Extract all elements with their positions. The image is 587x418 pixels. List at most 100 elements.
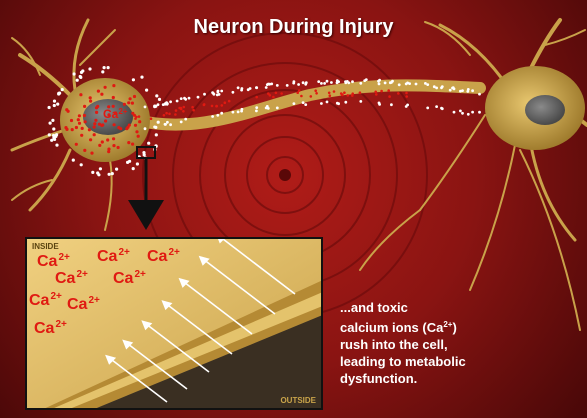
extracellular-ion-dot: [53, 138, 56, 141]
caption-line: ...and toxic: [340, 299, 540, 316]
extracellular-ion-dot: [162, 103, 165, 106]
intracellular-ion-dot: [98, 123, 101, 126]
extracellular-ion-dot: [435, 105, 438, 108]
outside-label: OUTSIDE: [280, 396, 316, 405]
extracellular-ion-dot: [55, 144, 58, 147]
intracellular-ion-dot: [374, 91, 377, 94]
extracellular-ion-dot: [293, 80, 296, 83]
injury-center: [279, 169, 291, 181]
extracellular-ion-dot: [184, 98, 187, 101]
intracellular-ion-dot: [94, 119, 97, 122]
intracellular-ion-dot: [89, 100, 92, 103]
extracellular-ion-dot: [169, 123, 172, 126]
intracellular-ion-dot: [75, 126, 78, 129]
intracellular-ion-dot: [221, 104, 224, 107]
intracellular-ion-dot: [133, 95, 136, 98]
extracellular-ion-dot: [57, 92, 60, 95]
caption-text: ...and toxic calcium ions (Ca2+) rush in…: [340, 299, 540, 387]
intracellular-ion-dot: [351, 92, 354, 95]
extracellular-ion-dot: [155, 133, 158, 136]
intracellular-ion-dot: [255, 96, 258, 99]
intracellular-ion-dot: [135, 130, 138, 133]
intracellular-ion-dot: [397, 92, 400, 95]
intracellular-ion-dot: [93, 122, 96, 125]
extracellular-ion-dot: [351, 80, 354, 83]
extracellular-ion-dot: [255, 106, 258, 109]
extracellular-ion-dot: [302, 81, 305, 84]
intracellular-ion-dot: [182, 110, 185, 113]
extracellular-ion-dot: [91, 171, 94, 174]
extracellular-ion-dot: [136, 162, 139, 165]
extracellular-ion-dot: [111, 172, 114, 175]
extracellular-ion-dot: [188, 97, 191, 100]
extracellular-ion-dot: [99, 167, 102, 170]
extracellular-ion-dot: [237, 86, 240, 89]
intracellular-ion-dot: [375, 93, 378, 96]
intracellular-ion-dot: [89, 96, 92, 99]
intracellular-ion-dot: [298, 89, 301, 92]
extracellular-ion-dot: [220, 90, 223, 93]
extracellular-ion-dot: [180, 121, 183, 124]
extracellular-ion-dot: [132, 167, 135, 170]
extracellular-ion-dot: [467, 113, 470, 116]
extracellular-ion-dot: [453, 88, 456, 91]
caption-line: leading to metabolic: [340, 353, 540, 370]
extracellular-ion-dot: [471, 111, 474, 114]
extracellular-ion-dot: [140, 76, 143, 79]
intracellular-ion-dot: [80, 134, 83, 137]
extracellular-ion-dot: [216, 114, 219, 117]
extracellular-ion-dot: [441, 107, 444, 110]
calcium-ion-label: Ca2+: [97, 248, 130, 265]
intracellular-ion-dot: [138, 120, 141, 123]
soma-calcium-label: Ca2+: [103, 108, 127, 120]
intracellular-ion-dot: [97, 90, 100, 93]
intracellular-ion-dot: [78, 122, 81, 125]
intracellular-ion-dot: [79, 93, 82, 96]
extracellular-ion-dot: [157, 121, 160, 124]
intracellular-ion-dot: [343, 91, 346, 94]
intracellular-ion-dot: [131, 143, 134, 146]
extracellular-ion-dot: [144, 106, 147, 109]
intracellular-ion-dot: [224, 101, 227, 104]
extracellular-ion-dot: [216, 94, 219, 97]
extracellular-ion-dot: [326, 101, 329, 104]
extracellular-ion-dot: [220, 112, 223, 115]
extracellular-ion-dot: [80, 163, 83, 166]
calcium-ion-label: Ca2+: [67, 296, 100, 313]
intracellular-ion-dot: [113, 123, 116, 126]
extracellular-ion-dot: [415, 83, 418, 86]
calcium-ion-label: Ca2+: [113, 270, 146, 287]
intracellular-ion-dot: [203, 103, 206, 106]
extracellular-ion-dot: [88, 67, 91, 70]
intracellular-ion-dot: [215, 105, 218, 108]
extracellular-ion-dot: [344, 81, 347, 84]
extracellular-ion-dot: [390, 103, 393, 106]
intracellular-ion-dot: [178, 107, 181, 110]
intracellular-ion-dot: [84, 120, 87, 123]
extracellular-ion-dot: [241, 108, 244, 111]
extracellular-ion-dot: [449, 89, 452, 92]
intracellular-ion-dot: [329, 94, 332, 97]
intracellular-ion-dot: [95, 111, 98, 114]
extracellular-ion-dot: [132, 78, 135, 81]
intracellular-ion-dot: [359, 91, 362, 94]
extracellular-ion-dot: [363, 79, 366, 82]
intracellular-ion-dot: [341, 94, 344, 97]
intracellular-ion-dot: [192, 109, 195, 112]
intracellular-ion-dot: [70, 119, 73, 122]
diagram-title: Neuron During Injury: [0, 16, 587, 39]
extracellular-ion-dot: [72, 159, 75, 162]
extracellular-ion-dot: [144, 127, 147, 130]
extracellular-ion-dot: [211, 115, 214, 118]
extracellular-ion-dot: [461, 89, 464, 92]
extracellular-ion-dot: [49, 122, 52, 125]
extracellular-ion-dot: [478, 111, 481, 114]
extracellular-ion-dot: [337, 80, 340, 83]
extracellular-ion-dot: [73, 72, 76, 75]
intracellular-ion-dot: [90, 152, 93, 155]
extracellular-ion-dot: [51, 119, 54, 122]
extracellular-ion-dot: [408, 82, 411, 85]
right-neuron-soma: [485, 66, 585, 150]
extracellular-ion-dot: [330, 81, 333, 84]
extracellular-ion-dot: [405, 83, 408, 86]
